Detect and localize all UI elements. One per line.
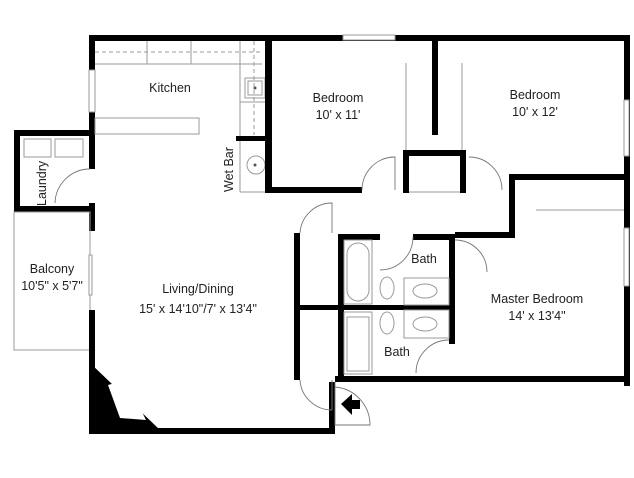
- wall-living-bottom: [89, 428, 335, 434]
- entry-door: [334, 382, 371, 426]
- wall-closet-top: [403, 150, 465, 156]
- room-balcony: Balcony 10'5" x 5'7": [21, 261, 83, 295]
- room-master-bedroom: Master Bedroom 14' x 13'4": [491, 291, 583, 325]
- window: [342, 34, 396, 41]
- bedroom2-door: [468, 156, 503, 191]
- wall-bedroom1-bottom: [265, 187, 362, 193]
- window: [623, 99, 630, 157]
- sink-icon: [412, 316, 438, 332]
- room-name: Kitchen: [149, 81, 191, 95]
- wall-hall-closet: [294, 233, 300, 380]
- window: [623, 227, 630, 287]
- closet-door: [299, 379, 333, 411]
- wall-bath-divider: [296, 305, 455, 310]
- bedroom1-door: [361, 156, 396, 191]
- bathtub: [343, 239, 373, 305]
- room-name: Balcony: [29, 262, 75, 276]
- toilet: [379, 276, 395, 300]
- dryer: [54, 138, 84, 158]
- wall-bedroom2-bottom: [509, 174, 630, 180]
- fireplace-hearth: [108, 380, 146, 420]
- bathtub: [343, 311, 373, 375]
- window: [88, 69, 96, 113]
- wall-laundry-left: [14, 130, 20, 212]
- room-bath-2: Bath: [384, 344, 410, 361]
- wall-bedrooms-divider: [432, 35, 438, 135]
- washer: [23, 138, 52, 158]
- bath2-door: [415, 339, 450, 374]
- kitchen-island: [94, 117, 200, 135]
- wall-laundry-right: [89, 135, 95, 169]
- wall-master-bottom: [335, 376, 630, 382]
- room-bedroom-2: Bedroom 10' x 12': [510, 87, 561, 121]
- wall-master-left: [509, 174, 515, 236]
- room-name: Bedroom: [312, 91, 364, 105]
- room-bedroom-1: Bedroom 10' x 11': [313, 90, 364, 124]
- balcony-door: [88, 254, 93, 296]
- room-dims: 15' x 14'10"/7' x 13'4": [139, 302, 257, 316]
- toilet: [379, 311, 395, 335]
- room-dims: 10' x 12': [512, 105, 558, 119]
- bath1-door: [379, 236, 414, 271]
- room-living-dining: Living/Dining 15' x 14'10"/7' x 13'4": [139, 281, 257, 318]
- room-dims: 10' x 11': [315, 108, 361, 122]
- wall-laundry-top: [14, 130, 95, 136]
- sink-icon: [412, 283, 438, 299]
- room-bath-1: Bath: [411, 251, 437, 268]
- wall-bedroom1-left: [265, 35, 272, 193]
- wall-bath-right: [449, 234, 455, 344]
- wall-laundry-bottom: [14, 206, 95, 212]
- room-name: Bedroom: [509, 88, 561, 102]
- room-wet-bar: Wet Bar: [222, 147, 236, 192]
- room-name: Master Bedroom: [490, 292, 584, 306]
- room-laundry: Laundry: [35, 161, 49, 206]
- room-name: Laundry: [35, 160, 49, 206]
- room-name: Living/Dining: [162, 282, 234, 296]
- closet-door: [299, 202, 333, 234]
- room-dims: 14' x 13'4": [508, 309, 566, 323]
- room-kitchen: Kitchen: [149, 80, 191, 97]
- laundry-door: [54, 168, 91, 204]
- room-name: Bath: [384, 345, 410, 359]
- master-door: [454, 239, 488, 273]
- entry-arrow-icon: [341, 394, 360, 415]
- wall-laundry-right-lower: [89, 203, 95, 231]
- room-name: Bath: [411, 252, 437, 266]
- room-dims: 10'5" x 5'7": [21, 279, 83, 293]
- room-name: Wet Bar: [222, 147, 236, 192]
- vanity: [403, 277, 450, 306]
- vanity: [403, 309, 450, 339]
- wall-wet-bar: [236, 136, 268, 141]
